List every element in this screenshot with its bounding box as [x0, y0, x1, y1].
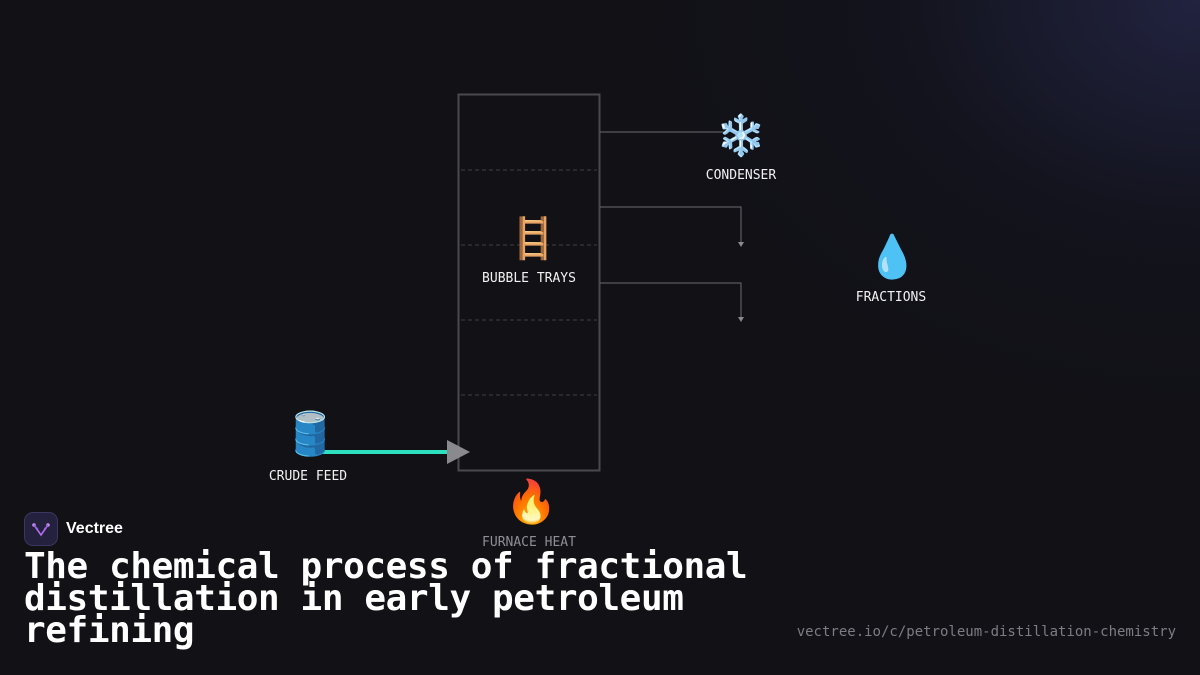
- side-draw-connector: [600, 206, 742, 243]
- fire-icon: 🔥: [505, 477, 558, 526]
- side-draw-arrowhead: [738, 242, 744, 247]
- distillation-column: [457, 93, 601, 472]
- page-title: The chemical process of fractional disti…: [24, 546, 748, 651]
- furnace-heat-label: FURNACE HEAT: [482, 535, 576, 550]
- fractions-label: FRACTIONS: [855, 290, 927, 305]
- crude-feed-label: CRUDE FEED: [268, 469, 348, 484]
- condenser-label: CONDENSER: [705, 168, 777, 183]
- vectree-logo-icon: [24, 512, 58, 546]
- droplet-icon: 💧: [866, 232, 919, 281]
- brand: Vectree: [24, 512, 123, 546]
- bubble-trays-label: BUBBLE TRAYS: [482, 271, 576, 286]
- side-draw-connector: [600, 282, 742, 318]
- brand-name: Vectree: [66, 520, 123, 537]
- snowflake-icon: ❄️: [716, 113, 766, 159]
- source-url: vectree.io/c/petroleum-distillation-chem…: [796, 624, 1176, 640]
- ladder-icon: 🪜: [508, 216, 558, 262]
- oil-drum-icon: 🛢️: [284, 409, 337, 458]
- feed-arrowhead: [447, 440, 470, 464]
- side-draw-arrowhead: [738, 317, 744, 322]
